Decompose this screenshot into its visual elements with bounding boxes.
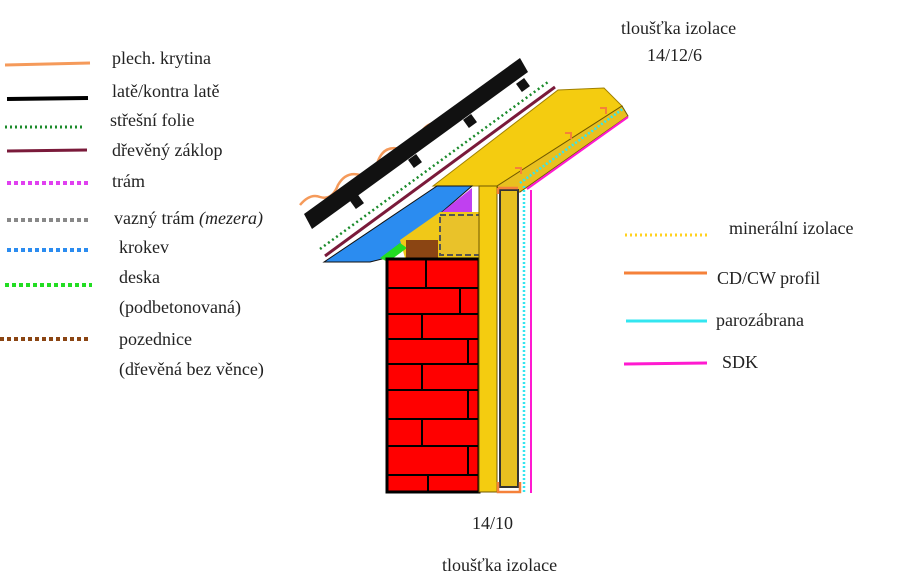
wall-section [385,185,532,494]
brick-joints [387,259,479,492]
wall-insulation-inner [499,189,519,488]
counter-battens [350,78,530,209]
legend-label-deska-note: (podbetonovaná) [119,297,241,317]
legend-label-cd-cw-profil: CD/CW profil [717,268,821,288]
roof-foil [319,80,549,251]
legend-right-swatches [623,233,708,366]
top-thickness-value: 14/12/6 [647,45,703,65]
roof-section [299,58,629,263]
swatch-dreveny-zaklop [6,148,88,153]
vazny-tram-text: vazný trám [114,208,195,228]
roof-vapor-barrier [519,106,625,185]
beam-tram [442,188,472,212]
legend-label-dreveny-zaklop: dřevěný záklop [112,140,223,160]
brick-wall [385,257,481,494]
legend-label-krokev: krokev [119,237,169,257]
swatch-late [6,96,89,101]
swatch-plech-krytina [4,61,91,67]
wall-insulation-outer [478,185,498,493]
wall-plate-pozednice [406,240,438,258]
legend-label-sdk: SDK [722,352,759,372]
wall-cd-profile [496,186,522,494]
legend-left-swatches [0,61,92,341]
bottom-thickness-value: 14/10 [472,513,514,533]
legend-label-vazny-tram: vazný trám (mezera) [114,208,263,228]
roof-sdk [526,116,629,190]
legend-label-stresni-folie: střešní folie [110,110,195,130]
roof-cd-profiles [515,107,607,174]
wooden-boarding [324,85,556,258]
legend-label-pozednice: pozednice [119,329,192,349]
legend-label-pozednice-note: (dřevěná bez věnce) [119,359,264,379]
legend-label-deska: deska [119,267,160,287]
legend-label-parozabrana: parozábrana [716,310,804,330]
bottom-thickness-title: tloušťka izolace [442,555,558,575]
battens [304,58,528,229]
legend-label-plech-krytina: plech. krytina [112,48,211,68]
swatch-sdk [623,361,708,366]
top-thickness-title: tloušťka izolace [621,18,737,38]
legend-label-mineralni-izolace: minerální izolace [729,218,854,238]
legend-label-late: latě/kontra latě [112,81,220,101]
plate-deska [380,243,407,262]
legend-label-tram: trám [112,171,145,191]
vazny-tram-note: (mezera) [198,208,263,228]
